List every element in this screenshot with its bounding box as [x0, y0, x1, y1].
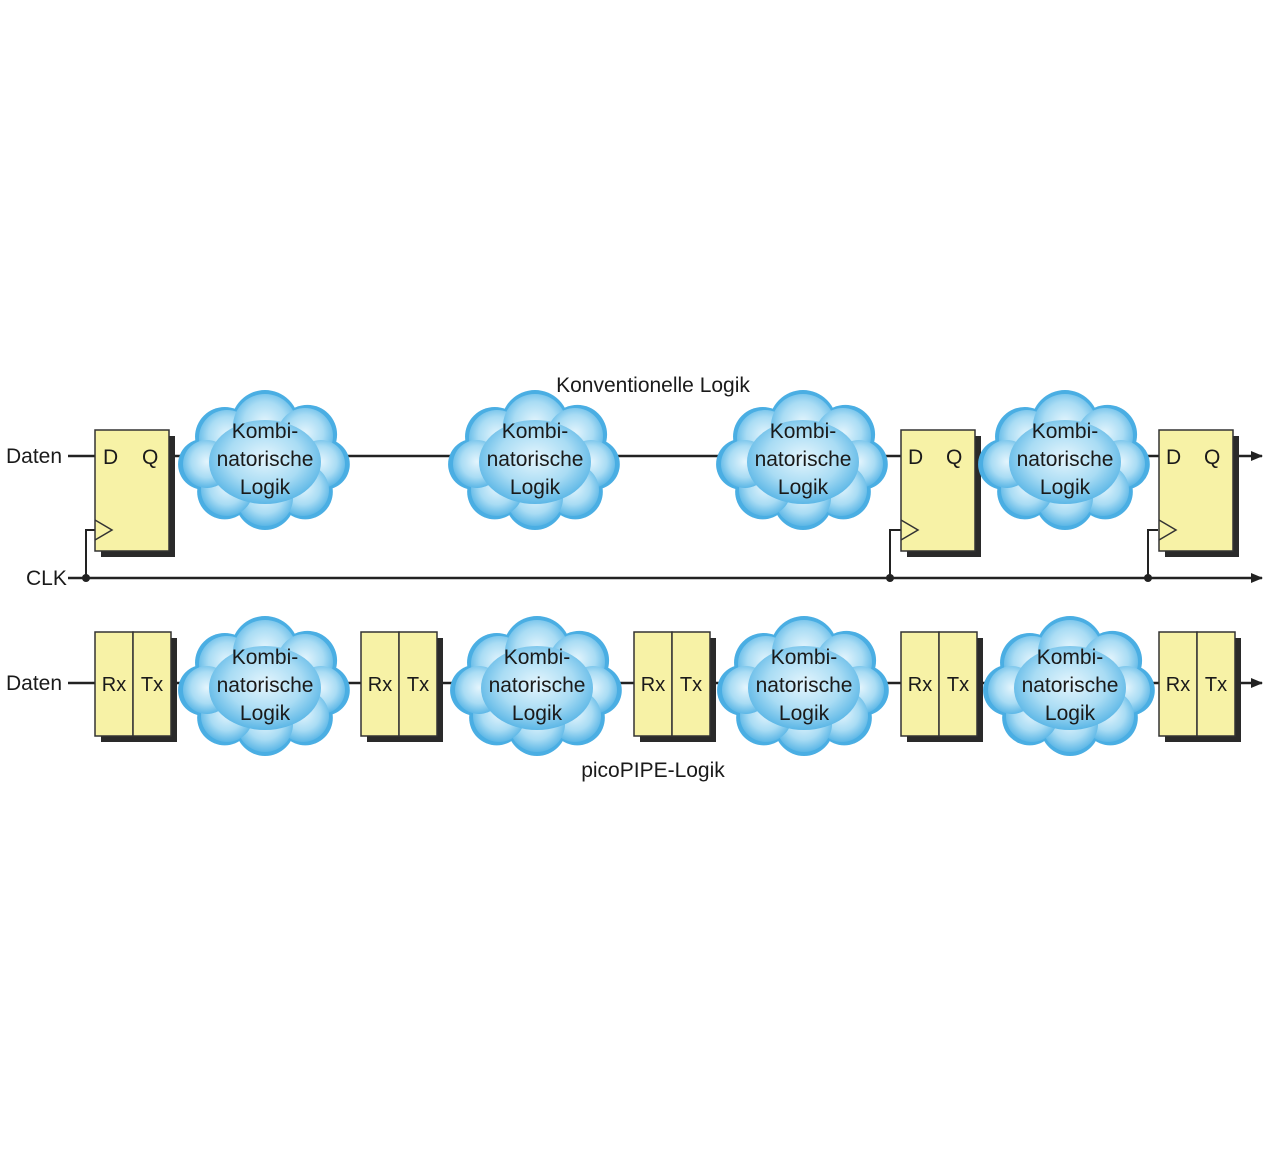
cloud-5-line-2: natorische: [217, 674, 314, 697]
logic-cloud-7: Kombi- natorische Logik: [717, 616, 889, 756]
tx-label-4: Tx: [947, 674, 969, 696]
cloud-3-line-3: Logik: [778, 476, 829, 499]
cloud-5-line-3: Logik: [240, 702, 291, 725]
cloud-5-line-1: Kombi-: [232, 646, 299, 669]
cloud-8-line-1: Kombi-: [1037, 646, 1104, 669]
rxtx-block-2: Rx Tx: [360, 631, 443, 742]
cloud-6-line-2: natorische: [489, 674, 586, 697]
rx-label-5: Rx: [1166, 674, 1190, 696]
cloud-6-line-1: Kombi-: [504, 646, 571, 669]
tx-label-1: Tx: [141, 674, 163, 696]
cloud-2-line-2: natorische: [487, 448, 584, 471]
cloud-8-line-2: natorische: [1022, 674, 1119, 697]
cloud-2-line-3: Logik: [510, 476, 561, 499]
cloud-4-line-1: Kombi-: [1032, 420, 1099, 443]
flip-flop-1: D Q: [94, 429, 175, 557]
rxtx-block-3: Rx Tx: [633, 631, 716, 742]
ff-1-q-label: Q: [142, 446, 158, 469]
tx-label-2: Tx: [407, 674, 429, 696]
rxtx-block-5: Rx Tx: [1158, 631, 1241, 742]
clk-label: CLK: [26, 567, 67, 590]
logic-cloud-6: Kombi- natorische Logik: [450, 616, 622, 756]
cloud-8-line-3: Logik: [1045, 702, 1096, 725]
cloud-4-line-3: Logik: [1040, 476, 1091, 499]
clk-junction-1: [82, 574, 90, 582]
cloud-7-line-1: Kombi-: [771, 646, 838, 669]
cloud-6-line-3: Logik: [512, 702, 563, 725]
ff-3-d-label: D: [1166, 446, 1181, 469]
rxtx-block-4: Rx Tx: [900, 631, 983, 742]
rx-label-1: Rx: [102, 674, 126, 696]
rx-label-2: Rx: [368, 674, 392, 696]
logic-cloud-4: Kombi- natorische Logik: [978, 390, 1150, 530]
ff-3-q-label: Q: [1204, 446, 1220, 469]
cloud-2-line-1: Kombi-: [502, 420, 569, 443]
logic-cloud-5: Kombi- natorische Logik: [178, 616, 350, 756]
rx-label-4: Rx: [908, 674, 932, 696]
logic-cloud-8: Kombi- natorische Logik: [983, 616, 1155, 756]
rxtx-block-1: Rx Tx: [94, 631, 177, 742]
picopipe-title: picoPIPE-Logik: [581, 759, 725, 782]
cloud-4-line-2: natorische: [1017, 448, 1114, 471]
clk-junction-3: [1144, 574, 1152, 582]
picopipe-data-label: Daten: [6, 672, 62, 695]
conventional-data-label: Daten: [6, 445, 62, 468]
flip-flop-3: D Q: [1158, 429, 1239, 557]
cloud-1-line-3: Logik: [240, 476, 291, 499]
logic-cloud-2: Kombi- natorische Logik: [448, 390, 620, 530]
cloud-1-line-1: Kombi-: [232, 420, 299, 443]
cloud-3-line-1: Kombi-: [770, 420, 837, 443]
cloud-3-line-2: natorische: [755, 448, 852, 471]
conventional-title: Konventionelle Logik: [556, 374, 750, 397]
clk-junction-2: [886, 574, 894, 582]
cloud-7-line-3: Logik: [779, 702, 830, 725]
clk-branch-2: [889, 529, 902, 578]
ff-2-d-label: D: [908, 446, 923, 469]
ff-2-q-label: Q: [946, 446, 962, 469]
cloud-1-line-2: natorische: [217, 448, 314, 471]
clk-branch-3: [1147, 529, 1158, 578]
tx-label-3: Tx: [680, 674, 702, 696]
rx-label-3: Rx: [641, 674, 665, 696]
cloud-7-line-2: natorische: [756, 674, 853, 697]
ff-1-d-label: D: [103, 446, 118, 469]
logic-cloud-3: Kombi- natorische Logik: [716, 390, 888, 530]
logic-cloud-1: Kombi- natorische Logik: [178, 390, 350, 530]
clk-branch-1: [85, 529, 96, 578]
tx-label-5: Tx: [1205, 674, 1227, 696]
flip-flop-2: D Q: [900, 429, 981, 557]
